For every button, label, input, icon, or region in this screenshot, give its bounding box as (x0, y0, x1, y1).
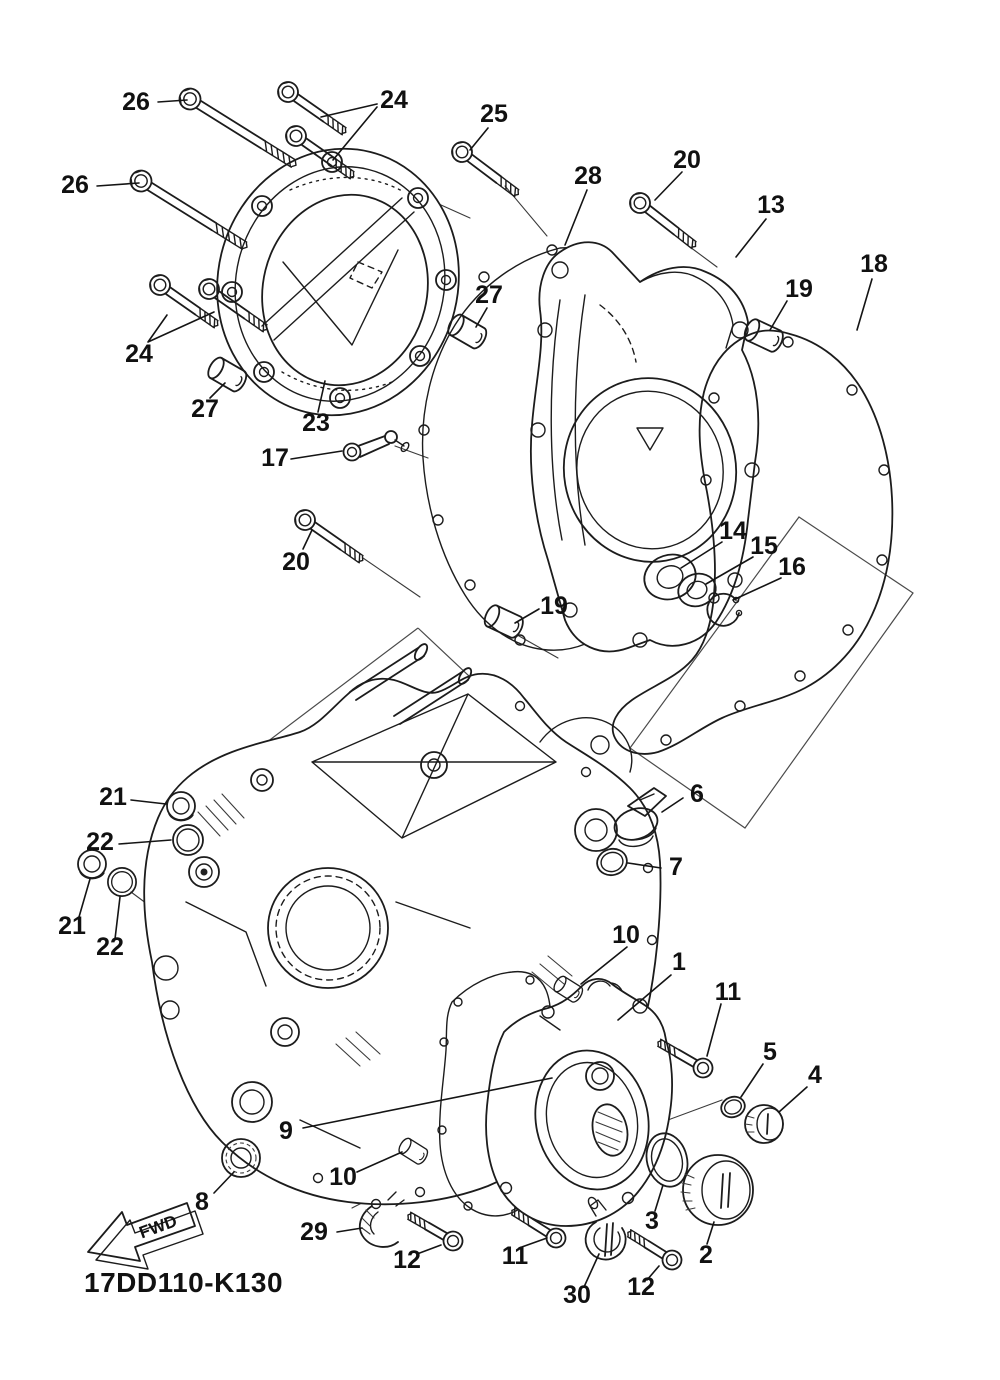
fwd-arrow: FWD (87, 1202, 204, 1270)
bolt-20-a (625, 188, 703, 256)
part-29-wire-holder (358, 1191, 405, 1248)
callout-28: 28 (574, 162, 602, 190)
bolt-24-c (145, 270, 225, 335)
callout-9: 9 (279, 1117, 293, 1145)
part-6-oil-filler-cap (613, 787, 667, 847)
callout-7: 7 (669, 853, 683, 881)
part-4-plug-screw (744, 1104, 784, 1144)
bolt-26-a (174, 83, 303, 176)
callout-26-b: 26 (61, 171, 89, 199)
fwd-arrow-label: FWD (137, 1211, 180, 1242)
part-30-clamp (584, 1196, 627, 1261)
leader-lines (78, 99, 873, 1288)
callout-16: 16 (778, 553, 806, 581)
callout-10-a: 10 (612, 921, 640, 949)
callout-14: 14 (719, 517, 747, 545)
callout-21-a: 21 (99, 783, 127, 811)
callout-11-a: 11 (715, 978, 742, 1006)
callout-1: 1 (672, 948, 686, 976)
callout-26-a: 26 (122, 88, 150, 116)
bolt-25 (447, 137, 526, 204)
callout-20-a: 20 (673, 146, 701, 174)
callout-4: 4 (808, 1061, 822, 1089)
callout-24-a: 24 (380, 86, 408, 114)
callout-5: 5 (763, 1038, 777, 1066)
part-18-gasket (611, 329, 894, 755)
callout-22-b: 22 (96, 933, 124, 961)
part-22-oring-b (107, 867, 137, 897)
part-7-oring (596, 847, 628, 877)
callout-19-a: 19 (785, 275, 813, 303)
callout-2: 2 (699, 1241, 713, 1269)
callout-labels: 26 24 25 26 28 20 13 19 18 27 24 27 23 1… (58, 86, 888, 1309)
callout-3: 3 (645, 1207, 659, 1235)
callout-10-b: 10 (329, 1163, 357, 1191)
callout-15: 15 (750, 532, 778, 560)
callout-25: 25 (480, 100, 508, 128)
callout-18: 18 (860, 250, 888, 278)
callout-24-b: 24 (125, 340, 153, 368)
callout-20-b: 20 (282, 548, 310, 576)
callout-13: 13 (757, 191, 785, 219)
part-17-oil-nozzle (342, 430, 410, 462)
part-14-washer (643, 553, 697, 601)
callout-30: 30 (563, 1281, 591, 1309)
callout-12-a: 12 (627, 1273, 655, 1301)
callout-29: 29 (300, 1218, 328, 1246)
part-15-washer (677, 572, 717, 608)
callout-27-a: 27 (475, 281, 503, 309)
callout-23: 23 (302, 409, 330, 437)
part-3-oring (645, 1132, 689, 1188)
part-23-clutch-cover (216, 147, 460, 417)
callout-22-a: 22 (86, 828, 114, 856)
part-2-timing-plug-cap (680, 1154, 754, 1226)
part-5-oring (720, 1095, 746, 1119)
callout-19-b: 19 (540, 592, 568, 620)
callout-11-b: 11 (502, 1242, 529, 1270)
callout-27-b: 27 (191, 395, 219, 423)
callout-21-b: 21 (58, 912, 86, 940)
part-13-crankcase-cover-1 (529, 241, 760, 653)
bolt-24-a (273, 77, 353, 142)
part-8-seal-grommet (221, 1138, 261, 1178)
part-1-crankcase-cover-2 (485, 978, 673, 1227)
callout-6: 6 (690, 780, 704, 808)
callout-17: 17 (261, 444, 289, 472)
callout-8: 8 (195, 1188, 209, 1216)
diagram-code: 17DD110-K130 (84, 1267, 283, 1298)
callout-12-b: 12 (393, 1246, 421, 1274)
